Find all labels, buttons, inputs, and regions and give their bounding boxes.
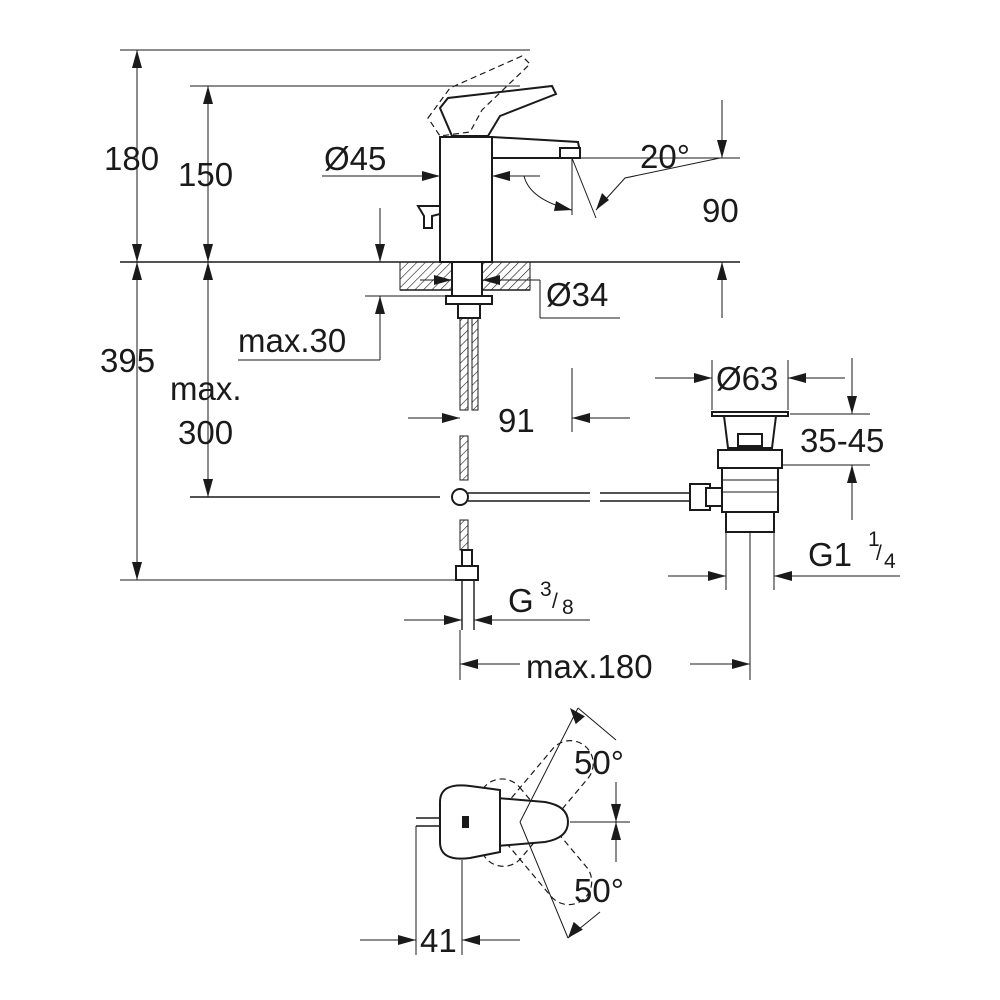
thread-g-numerator: 3 (540, 578, 552, 601)
thread-g1-numerator: 1 (868, 528, 880, 551)
dimension-lines-top (360, 707, 630, 955)
angle-20-label: 20° (640, 138, 690, 175)
distance-91-label: 91 (498, 402, 535, 439)
thread-g1-1-4-label: G1 1 / 4 (808, 528, 896, 573)
faucet-top-view (416, 740, 594, 906)
max-label: max. (170, 370, 242, 407)
max-30-label: max.30 (238, 322, 346, 359)
diameter-34-label: Ø34 (546, 276, 608, 313)
height-180-label: 180 (104, 140, 159, 177)
thread-g-denominator: 8 (562, 596, 574, 619)
thread-g1-denominator: 4 (884, 550, 896, 573)
height-300-label: 300 (178, 414, 233, 451)
max-180-label: max.180 (526, 648, 653, 685)
thread-g-slash: / (552, 590, 558, 613)
height-395-label: 395 (100, 342, 155, 379)
diameter-45-label: Ø45 (324, 140, 386, 177)
width-41-label: 41 (420, 922, 457, 959)
reach-90-label: 90 (702, 192, 739, 229)
dimension-labels: 180 150 Ø45 20° 90 Ø34 max.30 395 max. 3… (100, 138, 896, 959)
range-35-45-label: 35-45 (800, 422, 884, 459)
thread-g1-text: G1 (808, 536, 852, 573)
thread-g-3-8-label: G 3 / 8 (508, 578, 574, 619)
diameter-63-label: Ø63 (716, 360, 778, 397)
angle-50-bottom-label: 50° (574, 872, 624, 909)
angle-50-top-label: 50° (574, 744, 624, 781)
dimension-lines-side (120, 49, 900, 680)
height-150-label: 150 (178, 156, 233, 193)
thread-g1-slash: / (876, 542, 882, 565)
thread-g-text: G (508, 582, 534, 619)
